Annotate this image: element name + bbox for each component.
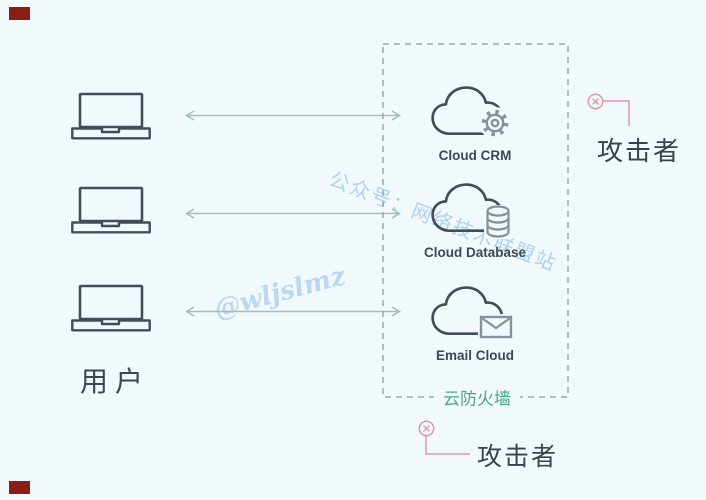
laptop-icon xyxy=(71,186,151,234)
envelope-icon xyxy=(478,314,514,340)
attacker-label-bottom: 攻击者 xyxy=(477,443,559,471)
gear-icon xyxy=(479,107,511,139)
service-label: Email Cloud xyxy=(435,348,514,363)
blocked-attacker-icon xyxy=(418,420,435,437)
firewall-label: 云防火墙 xyxy=(434,384,520,410)
attacker-connector xyxy=(423,435,473,457)
database-icon xyxy=(484,205,512,239)
cloud-icon xyxy=(420,284,530,342)
laptop-icon xyxy=(71,284,151,332)
bidirectional-arrow xyxy=(183,305,403,318)
attacker-connector xyxy=(602,98,632,128)
users-label: 用户 xyxy=(80,366,151,397)
bidirectional-arrow xyxy=(183,109,403,122)
service-label: Cloud Database xyxy=(423,245,527,260)
service-label: Cloud CRM xyxy=(438,148,512,163)
corner-mark-top-left xyxy=(9,7,30,20)
bidirectional-arrow xyxy=(183,207,403,220)
cloud-icon xyxy=(420,181,530,239)
blocked-attacker-icon xyxy=(587,93,604,110)
cloud-icon xyxy=(420,84,530,142)
laptop-icon xyxy=(71,92,151,140)
service-cloud-crm: Cloud CRM xyxy=(420,84,530,163)
attacker-label-top: 攻击者 xyxy=(597,136,682,166)
corner-mark-bottom-left xyxy=(9,481,30,494)
service-cloud-database: Cloud Database xyxy=(420,181,530,260)
service-email-cloud: Email Cloud xyxy=(420,284,530,363)
